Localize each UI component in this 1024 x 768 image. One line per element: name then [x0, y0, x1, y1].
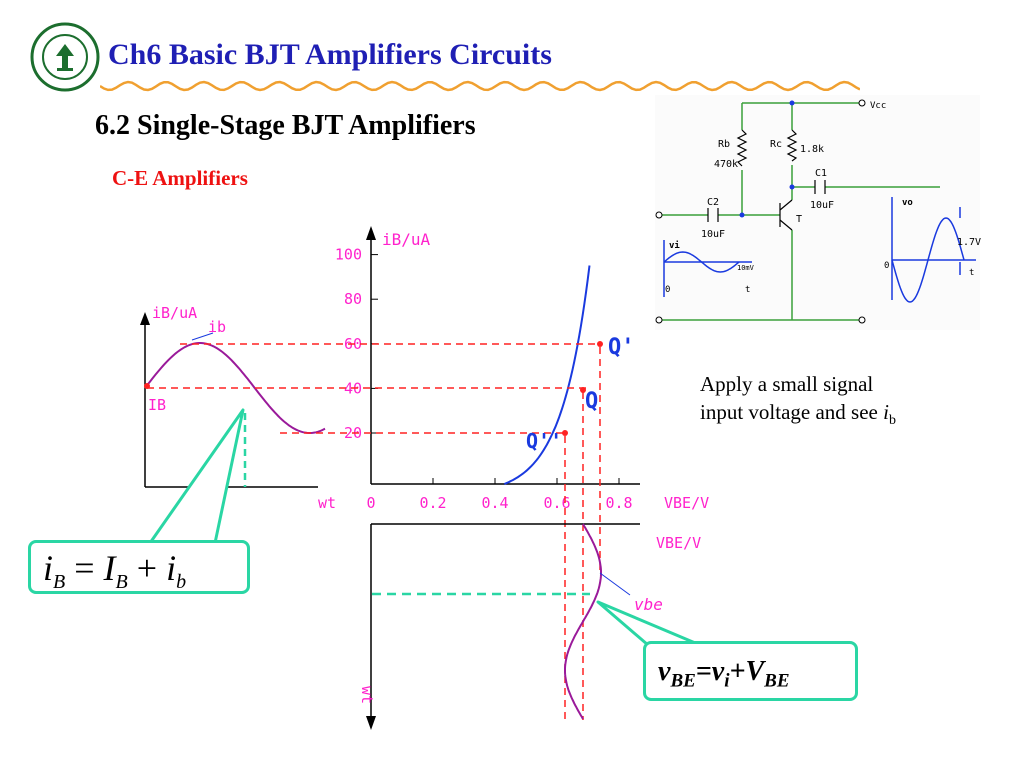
- rb-label: Rb: [718, 139, 730, 150]
- section-heading: 6.2 Single-Stage BJT Amplifiers: [95, 110, 476, 141]
- rc-value: 1.8k: [800, 144, 824, 155]
- vi-label: vi: [669, 240, 680, 251]
- main-xlabel: VBE/V: [664, 494, 709, 512]
- university-logo: [30, 22, 100, 92]
- decorative-wave-divider: [100, 80, 860, 92]
- x-tick-label: 0.8: [605, 494, 632, 512]
- explanation-text: Apply a small signal input voltage and s…: [700, 370, 1000, 435]
- ib-equation-callout: iB = IB + ib: [28, 540, 250, 594]
- vi-amplitude: 10mV: [737, 264, 755, 272]
- y-tick-label: 80: [344, 290, 362, 308]
- input-characteristic-curve: [503, 265, 591, 485]
- transistor-label: T: [796, 214, 802, 225]
- y-tick-label: 100: [335, 246, 362, 264]
- left-IB-label: IB: [148, 396, 166, 414]
- x-ticks: 0 0.2 0.4 0.6 0.8: [366, 478, 633, 512]
- c2-label: C2: [707, 197, 719, 208]
- vo-label: vo: [902, 198, 913, 208]
- rb-value: 470k: [714, 159, 738, 170]
- label-q-double: Q'': [526, 429, 562, 453]
- subsection-heading: C-E Amplifiers: [112, 166, 248, 190]
- note-var-sub: b: [888, 413, 896, 429]
- label-q-prime: Q': [608, 335, 635, 360]
- ib-time-plot: iB/uA ib IB wt: [140, 304, 336, 512]
- ib-waveform: [144, 342, 326, 434]
- vbe-waveform: [564, 523, 602, 720]
- ce-amplifier-schematic: Vcc Rb 470k Rc 1.8k C1 10uF C2 10uF T vi…: [655, 95, 981, 330]
- note-line-2: input voltage and see: [700, 400, 884, 424]
- point-q-prime: [597, 341, 603, 347]
- vi-t-label: t: [745, 285, 750, 295]
- vo-t-label: t: [969, 268, 974, 278]
- point-q-double: [562, 430, 568, 436]
- left-xlabel: wt: [318, 494, 336, 512]
- x-tick-label: 0: [366, 494, 375, 512]
- vcc-label: Vcc: [870, 101, 886, 111]
- lower-xlabel: wt: [358, 686, 376, 704]
- note-line-1: Apply a small signal: [700, 372, 874, 396]
- x-tick-label: 0.4: [481, 494, 508, 512]
- vi-zero: 0: [665, 285, 670, 295]
- main-ylabel: iB/uA: [382, 230, 431, 249]
- point-q: [580, 387, 586, 393]
- c1-label: C1: [815, 168, 827, 179]
- rc-label: Rc: [770, 139, 782, 150]
- c1-value: 10uF: [810, 200, 834, 211]
- note-var: i: [883, 400, 889, 424]
- left-ylabel: iB/uA: [152, 304, 197, 322]
- vo-amplitude: 1.7V: [957, 237, 981, 248]
- x-tick-label: 0.6: [543, 494, 570, 512]
- vo-zero: 0: [884, 261, 889, 271]
- label-q: Q: [585, 389, 598, 414]
- callout-pointers: [148, 408, 702, 647]
- slide-title: Ch6 Basic BJT Amplifiers Circuits: [108, 38, 552, 71]
- x-tick-label: 0.2: [419, 494, 446, 512]
- vbe-label: vbe: [634, 595, 663, 614]
- c2-value: 10uF: [701, 229, 725, 240]
- vbe-time-plot: VBE/V wt vbe: [358, 523, 701, 730]
- left-ib-label: ib: [208, 318, 226, 336]
- lower-ylabel: VBE/V: [656, 534, 701, 552]
- vbe-equation-callout: vBE=vi+VBE: [643, 641, 858, 701]
